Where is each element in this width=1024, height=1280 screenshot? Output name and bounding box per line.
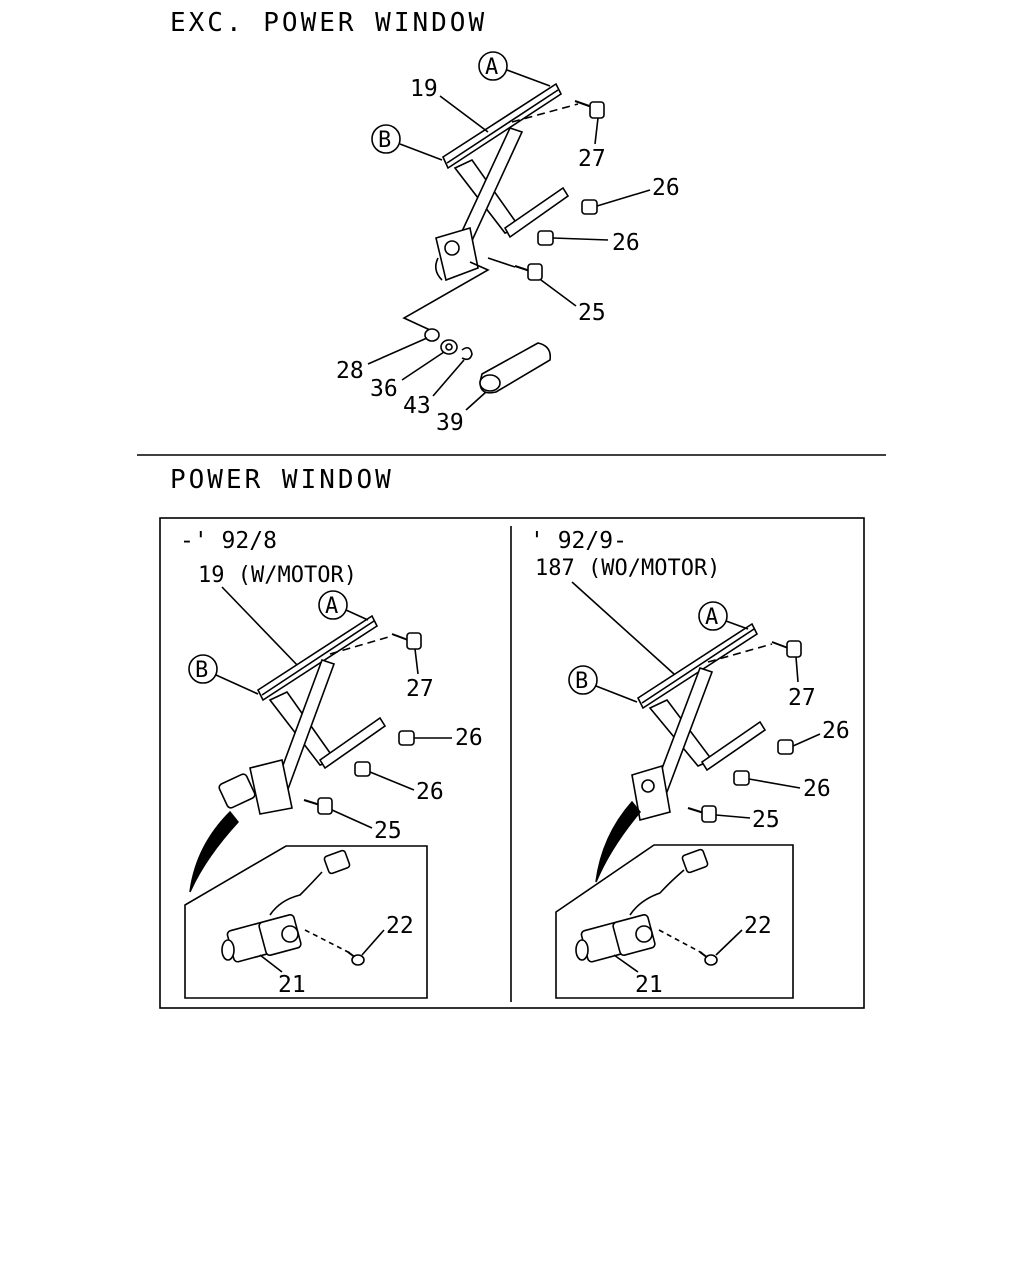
svg-text:B: B [575, 669, 588, 694]
nut-26-top-a [581, 199, 598, 215]
svg-text:B: B [378, 128, 391, 153]
right-nut-26-a [777, 739, 794, 755]
label-26-b: 26 [612, 230, 640, 256]
right-nut-26-b [733, 770, 750, 786]
svg-text:B: B [195, 658, 208, 683]
label-28: 28 [336, 358, 364, 384]
label-43: 43 [403, 393, 431, 419]
section-title-power-window: POWER WINDOW [170, 465, 394, 495]
left-detail-pointer [189, 810, 239, 893]
right-gear-plate [631, 764, 671, 821]
left-label-26-a: 26 [455, 725, 483, 751]
left-model-note: 19 (W/MOTOR) [198, 563, 357, 588]
label-39: 39 [436, 410, 464, 436]
right-detail-pointer [595, 800, 641, 883]
window-handle-39 [479, 342, 552, 394]
washer-28 [424, 328, 440, 342]
label-25: 25 [578, 300, 606, 326]
right-regulator-assembly [631, 622, 773, 821]
nut-26-top-b [537, 230, 554, 246]
manual-regulator-assembly [402, 82, 579, 331]
right-bolt-25 [687, 805, 717, 823]
right-bolt-27 [771, 640, 802, 658]
right-label-21: 21 [635, 972, 663, 998]
left-label-27: 27 [406, 676, 434, 702]
left-label-21: 21 [278, 972, 306, 998]
label-19: 19 [410, 76, 438, 102]
left-bolt-25 [303, 797, 333, 815]
right-motor-connector [681, 848, 709, 874]
callout-b-top: B [371, 124, 443, 161]
svg-text:A: A [705, 605, 718, 630]
washer-36 [440, 339, 458, 355]
right-label-22: 22 [744, 913, 772, 939]
left-screw-22 [304, 929, 365, 966]
left-callout-a: A [318, 590, 369, 621]
bolt-27-top [574, 100, 605, 119]
right-callout-a: A [698, 601, 749, 631]
left-bolt-27 [391, 632, 422, 650]
left-label-22: 22 [386, 913, 414, 939]
left-motor-connector [323, 849, 351, 875]
regulator-lower-bracket [503, 186, 570, 239]
label-36: 36 [370, 376, 398, 402]
right-label-26-b: 26 [803, 776, 831, 802]
left-regulator-assembly [218, 614, 393, 815]
callout-a-top: A [478, 51, 551, 87]
left-nut-26-a [398, 730, 415, 746]
left-label-26-b: 26 [416, 779, 444, 805]
bolt-25-top [514, 263, 543, 281]
regulator-gear-plate [435, 226, 479, 282]
right-motor-21 [575, 848, 709, 963]
right-model-note: 187 (WO/MOTOR) [535, 556, 720, 581]
left-motor-small [218, 773, 256, 809]
left-panel: -' 92/8 19 (W/MOTOR) [180, 528, 483, 999]
label-27: 27 [578, 146, 606, 172]
label-26-a: 26 [652, 175, 680, 201]
right-panel: ' 92/9- 187 (WO/MOTOR) [530, 528, 850, 999]
left-gear-plate [249, 759, 293, 815]
right-motor-detail-box [555, 844, 794, 999]
svg-text:A: A [325, 594, 338, 619]
right-date-range: ' 92/9- [530, 528, 627, 554]
power-window-frame [159, 517, 865, 1009]
right-label-25: 25 [752, 807, 780, 833]
left-label-25: 25 [374, 818, 402, 844]
right-screw-22 [658, 929, 718, 966]
left-motor-detail-box [184, 845, 428, 999]
section-title-exc-power-window: EXC. POWER WINDOW [170, 8, 487, 38]
clip-43 [461, 346, 473, 361]
right-callout-b: B [568, 665, 638, 703]
svg-text:A: A [485, 55, 498, 80]
right-label-26-a: 26 [822, 718, 850, 744]
left-callout-b: B [188, 654, 259, 695]
right-regulator-lower-bracket [700, 720, 767, 772]
left-motor-21 [221, 849, 351, 963]
left-date-range: -' 92/8 [180, 528, 277, 554]
left-nut-26-b [354, 761, 371, 777]
left-regulator-lower-bracket [318, 716, 387, 770]
right-label-27: 27 [788, 685, 816, 711]
